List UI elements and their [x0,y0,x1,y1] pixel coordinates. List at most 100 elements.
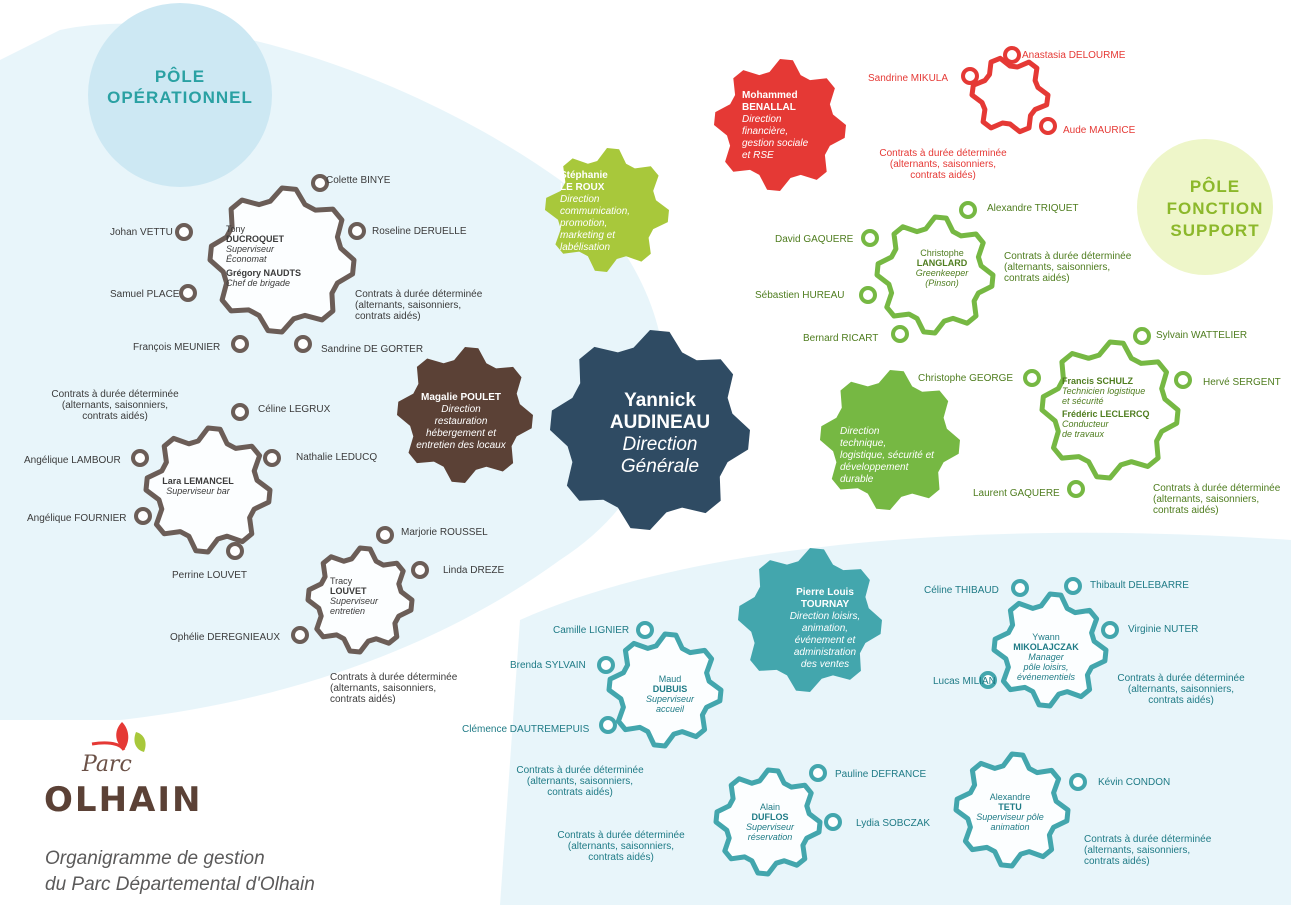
member-angelique-l: Angélique LAMBOUR [24,455,121,466]
connector-knob [231,335,249,353]
connector-knob [175,223,193,241]
contracts-alexandre: Contrats à durée déterminée(alternants, … [1084,834,1212,867]
connector-knob [1101,621,1119,639]
gear-finance [969,55,1051,135]
logo-parc: Parc [82,752,132,777]
member-samuel: Samuel PLACE [110,289,180,300]
member-herve: Hervé SERGENT [1203,377,1281,388]
connector-knob [961,67,979,85]
gear-lara [143,425,273,555]
member-anastasia: Anastasia DELOURME [1022,50,1126,61]
contracts-alain: Contrats à durée déterminée(alternants, … [557,830,685,863]
member-clemence: Clémence DAUTREMEPUIS [462,724,590,735]
connector-knob [959,201,977,219]
connector-knob [1069,773,1087,791]
member-sebastien: Sébastien HUREAU [755,290,845,301]
contracts-tracy: Contrats à durée déterminée(alternants, … [330,672,458,705]
connector-knob [891,325,909,343]
logo: Parc OLHAIN [44,712,204,832]
member-camille: Camille LIGNIER [553,625,630,636]
connector-knob [861,229,879,247]
member-alexandre-t: Alexandre TRIQUET [987,203,1079,214]
connector-knob [411,561,429,579]
member-lucas: Lucas MILIAN [933,676,996,687]
logo-olhain: OLHAIN [44,780,203,820]
member-marjorie: Marjorie ROUSSEL [401,527,488,538]
contracts-christophe: Contrats à durée déterminée(alternants, … [1004,251,1132,284]
gear-tracy [305,545,415,655]
member-lydia: Lydia SOBCZAK [856,818,931,829]
gear-pierre [738,548,882,692]
member-brenda: Brenda SYLVAIN [510,660,586,671]
connector-knob [1067,480,1085,498]
gear-tony [207,185,357,335]
gear-tech [820,370,960,510]
member-christophe-g: Christophe GEORGE [918,373,1014,384]
contracts-ywann: Contrats à durée déterminée(alternants, … [1117,673,1245,706]
contracts-francis: Contrats à durée déterminée(alternants, … [1153,483,1281,516]
contracts-tony: Contrats à durée déterminée(alternants, … [355,289,483,322]
connector-knob [1003,46,1021,64]
member-angelique-f: Angélique FOURNIER [27,513,127,524]
connector-knob [134,507,152,525]
leaf-icon [91,722,146,752]
member-perrine: Perrine LOUVET [172,570,248,581]
member-ophelie: Ophélie DEREGNIEAUX [170,632,281,643]
connector-knob [348,222,366,240]
connector-knob [131,449,149,467]
member-sandrine-m: Sandrine MIKULA [868,73,949,84]
connector-knob [1064,577,1082,595]
connector-knob [263,449,281,467]
member-sandrine-dg: Sandrine DE GORTER [321,344,424,355]
gear-mohammed [714,59,846,191]
connector-knob [1174,371,1192,389]
gear-stephanie [545,148,669,272]
connector-knob [1023,369,1041,387]
member-david: David GAQUERE [775,234,854,245]
member-nathalie: Nathalie LEDUCQ [296,452,378,463]
gear-magalie [397,347,533,483]
connector-knob [1133,327,1151,345]
gear-francis [1039,339,1181,481]
gear-christophe [874,214,996,336]
gear-ywann [991,591,1109,709]
gear-alexandre [953,751,1071,869]
gear-alain [713,767,823,877]
member-laurent: Laurent GAQUERE [973,488,1060,499]
connector-knob [376,526,394,544]
connector-knob [1011,579,1029,597]
connector-knob [231,403,249,421]
connector-knob [179,284,197,302]
member-aude: Aude MAURICE [1063,125,1136,136]
member-bernard: Bernard RICART [803,333,879,344]
member-kevin: Kévin CONDON [1098,777,1171,788]
member-linda: Linda DREZE [443,565,505,576]
connector-knob [597,656,615,674]
connector-knob [294,335,312,353]
connector-knob [599,716,617,734]
member-pauline: Pauline DEFRANCE [835,769,927,780]
member-virginie: Virginie NUTER [1128,624,1199,635]
member-thibault: Thibault DELEBARRE [1090,580,1189,591]
contracts-lara: Contrats à durée déterminée(alternants, … [51,389,179,422]
member-johan: Johan VETTU [110,227,173,238]
pole-support-bubble [1137,139,1273,275]
